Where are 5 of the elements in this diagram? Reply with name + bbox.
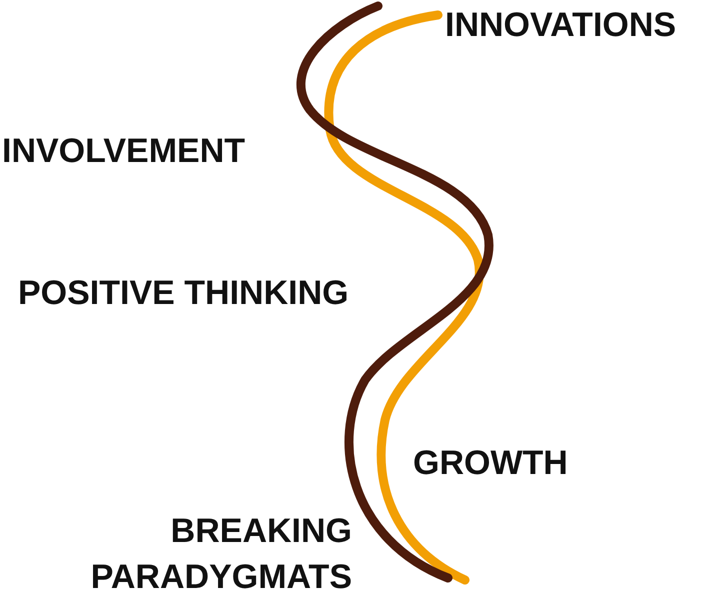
label-text: INNOVATIONS	[445, 5, 676, 46]
label-text: BREAKING PARADYGMATS	[90, 511, 352, 597]
label-text: GROWTH	[413, 443, 568, 484]
label-text: POSITIVE THINKING	[18, 273, 349, 314]
label-text: INVOLVEMENT	[2, 131, 246, 172]
